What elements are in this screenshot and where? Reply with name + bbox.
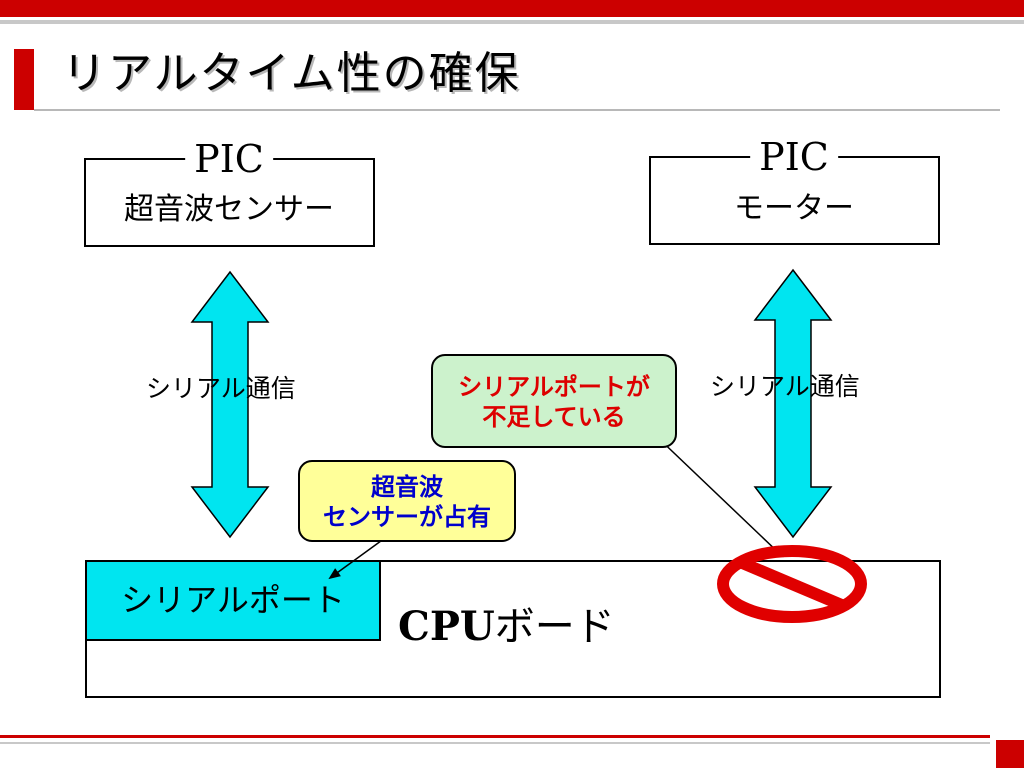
serial-comm-label-left: シリアル通信 [146, 374, 296, 403]
title-underline [34, 109, 1000, 111]
pic-label-left: PIC [185, 139, 273, 179]
slide-title: リアルタイム性の確保 [62, 48, 521, 99]
connector-line-shortage [651, 431, 784, 558]
pic-sub-ultrasonic: 超音波センサー [124, 192, 334, 227]
callout-occupied-line2: センサーが占有 [323, 502, 491, 531]
footer-red-bar [0, 735, 990, 738]
pic-sub-motor: モーター [734, 191, 854, 226]
header-red-bar [0, 0, 1024, 17]
double-arrow-icon [753, 268, 833, 539]
footer-corner-square [996, 740, 1024, 768]
connector-line-occupied [328, 537, 386, 580]
callout-occupied-line1: 超音波 [371, 472, 443, 501]
callout-sensor-occupied: 超音波 センサーが占有 [298, 460, 516, 542]
callout-port-shortage: シリアルポートが 不足している [431, 354, 677, 448]
callout-shortage-line1: シリアルポートが [458, 372, 650, 401]
header-gray-bar [0, 20, 1024, 24]
title-accent-bar [14, 49, 34, 110]
cpu-board-label: CPUボード [398, 603, 615, 651]
double-arrow-icon [190, 270, 270, 539]
callout-shortage-line2: 不足している [482, 402, 626, 431]
cpu-label-bold: CPU [398, 603, 495, 650]
serial-comm-label-right: シリアル通信 [710, 372, 860, 401]
prohibited-icon [717, 545, 867, 623]
footer-gray-bar [0, 742, 990, 744]
pic-label-right: PIC [750, 137, 838, 177]
cpu-label-rest: ボード [494, 604, 615, 650]
